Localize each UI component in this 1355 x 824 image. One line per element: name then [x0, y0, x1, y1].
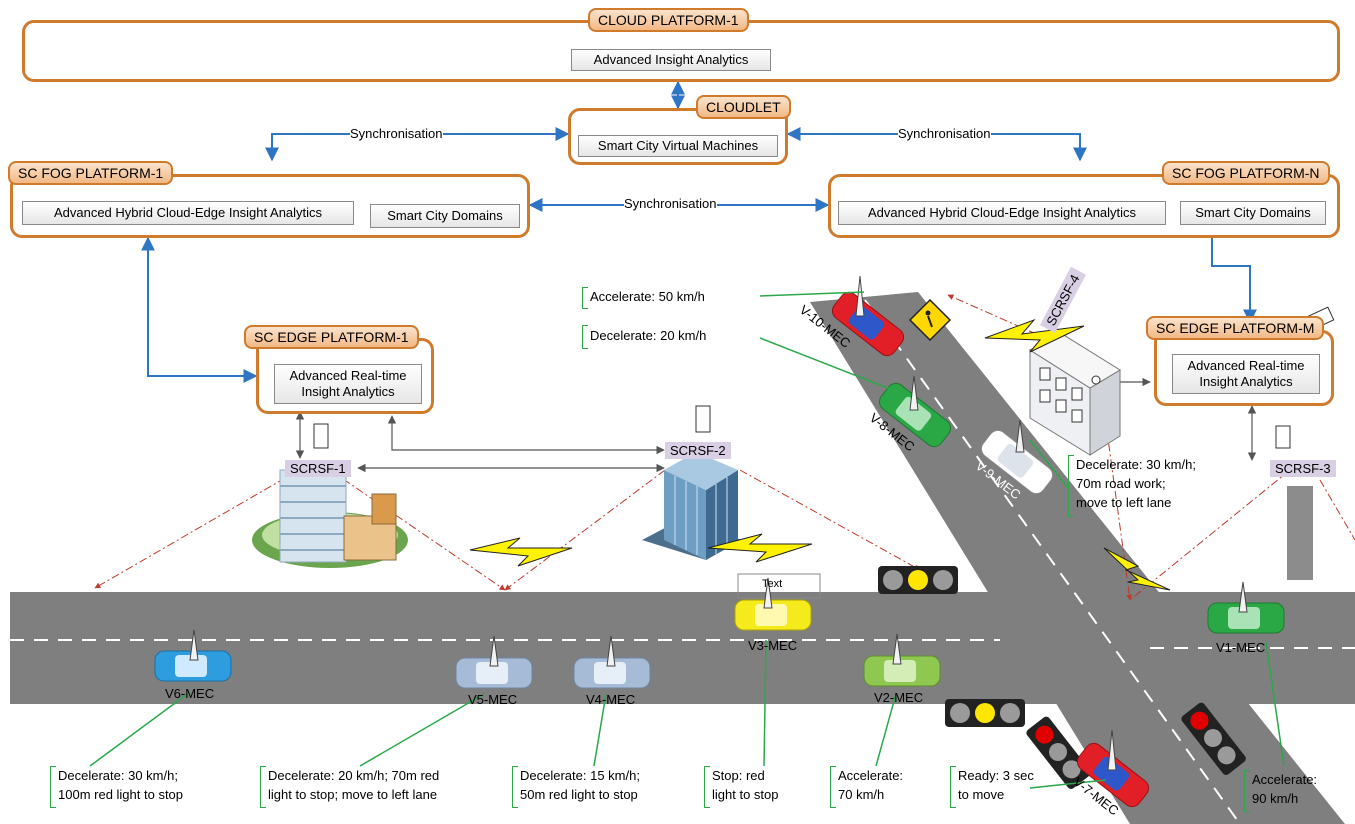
- traffic-light-icon: [1181, 702, 1246, 775]
- fog-platform-n-title: SC FOG PLATFORM-N: [1162, 161, 1330, 185]
- vehicle-label-v2: V2-MEC: [874, 690, 924, 705]
- fogn-domains-box: Smart City Domains: [1180, 201, 1326, 225]
- car-icon: [863, 655, 941, 687]
- sync-label-left: Synchronisation: [350, 126, 443, 141]
- note-v4: Decelerate: 15 km/h; 50m red light to st…: [512, 766, 692, 808]
- scrsf-3-label: SCRSF-3: [1270, 460, 1336, 477]
- vehicle-label-v1: V1-MEC: [1216, 640, 1266, 655]
- traffic-light-icon: [878, 566, 958, 594]
- car-icon: [734, 599, 812, 631]
- building-icon: [1028, 333, 1121, 456]
- car-icon: [878, 382, 952, 448]
- building-icon: [642, 452, 742, 560]
- car-icon: [1207, 602, 1285, 634]
- note-v3-line2: light to stop: [712, 787, 779, 802]
- note-v1-line1: Accelerate:: [1252, 772, 1318, 787]
- sync-label-middle: Synchronisation: [624, 196, 717, 211]
- building-icon: [252, 469, 408, 568]
- roadwork-sign-icon: [908, 298, 952, 342]
- fogn-analytics-box: Advanced Hybrid Cloud-Edge Insight Analy…: [838, 201, 1166, 225]
- note-v6: Decelerate: 30 km/h; 100m red light to s…: [50, 766, 230, 808]
- edge1-analytics-box: Advanced Real-time Insight Analytics: [274, 364, 422, 404]
- note-v1: Accelerate: 90 km/h: [1244, 770, 1344, 812]
- note-v2-line2: 70 km/h: [838, 787, 885, 802]
- note-v1-line2: 90 km/h: [1252, 791, 1299, 806]
- callout-leaders: [89, 291, 1285, 789]
- scrsf-2-label: SCRSF-2: [665, 442, 731, 459]
- scrsf-1-label: SCRSF-1: [285, 460, 351, 477]
- vehicle-label-v6: V6-MEC: [165, 686, 215, 701]
- note-v3: Stop: red light to stop: [704, 766, 814, 808]
- car-icon: [1076, 742, 1150, 808]
- edgem-analytics-box: Advanced Real-time Insight Analytics: [1172, 354, 1320, 394]
- note-v5-line1: Decelerate: 20 km/h; 70m red: [268, 768, 440, 783]
- placeholder-box: [737, 573, 821, 599]
- camera-icon: [313, 306, 1335, 449]
- fog1-analytics-box: Advanced Hybrid Cloud-Edge Insight Analy…: [22, 201, 354, 225]
- note-v6-line1: Decelerate: 30 km/h;: [58, 768, 178, 783]
- traffic-light-icon: [945, 699, 1025, 727]
- antenna-icon: [189, 275, 1248, 771]
- note-v9-line2: 70m road work;: [1076, 476, 1166, 491]
- note-v9: Decelerate: 30 km/h; 70m road work; move…: [1068, 455, 1218, 517]
- edge-platform-1-title: SC EDGE PLATFORM-1: [244, 325, 419, 349]
- note-decelerate-20-text: Decelerate: 20 km/h: [590, 328, 707, 343]
- note-v7-line2: to move: [958, 787, 1005, 802]
- vehicle-label-v4: V4-MEC: [586, 692, 636, 707]
- vehicle-label-v5: V5-MEC: [468, 692, 518, 707]
- note-accelerate-50-text: Accelerate: 50 km/h: [590, 289, 705, 304]
- note-v9-line3: move to left lane: [1076, 495, 1172, 510]
- cloud-platform-title: CLOUD PLATFORM-1: [588, 8, 749, 32]
- note-v5-line2: light to stop; move to left lane: [268, 787, 438, 802]
- note-decelerate-20: Decelerate: 20 km/h: [582, 325, 762, 349]
- edge-platform-m-title: SC EDGE PLATFORM-M: [1146, 316, 1325, 340]
- fog1-domains-box: Smart City Domains: [370, 204, 520, 228]
- note-v2-line1: Accelerate:: [838, 768, 904, 783]
- cloud-analytics-box: Advanced Insight Analytics: [571, 49, 771, 71]
- note-v3-line1: Stop: red: [712, 768, 765, 783]
- note-v4-line2: 50m red light to stop: [520, 787, 638, 802]
- note-v5: Decelerate: 20 km/h; 70m red light to st…: [260, 766, 480, 808]
- edgem-analytics-line2: Insight Analytics: [1199, 374, 1293, 389]
- cloudlet-box: Smart City Virtual Machines: [578, 135, 778, 157]
- note-v7-line1: Ready: 3 sec: [958, 768, 1034, 783]
- edge1-analytics-line2: Insight Analytics: [301, 384, 395, 399]
- edge-connectors: [295, 377, 1257, 473]
- placeholder-text: Text: [762, 578, 783, 590]
- car-icon: [980, 429, 1054, 495]
- sync-label-right: Synchronisation: [898, 126, 991, 141]
- note-v9-line1: Decelerate: 30 km/h;: [1076, 457, 1196, 472]
- lightning-icon: [469, 318, 1171, 591]
- note-accelerate-50: Accelerate: 50 km/h: [582, 287, 762, 309]
- pole: [1287, 486, 1313, 580]
- edge1-analytics-line1: Advanced Real-time: [289, 368, 407, 383]
- cloudlet-title: CLOUDLET: [696, 95, 791, 119]
- note-v7: Ready: 3 sec to move: [950, 766, 1040, 808]
- note-v6-line2: 100m red light to stop: [58, 787, 184, 802]
- fog-platform-1-title: SC FOG PLATFORM-1: [8, 161, 174, 185]
- note-v4-line1: Decelerate: 15 km/h;: [520, 768, 640, 783]
- note-v2: Accelerate: 70 km/h: [830, 766, 930, 808]
- traffic-light-icon: [1026, 716, 1091, 789]
- vehicle-label-v3: V3-MEC: [748, 638, 798, 653]
- edgem-analytics-line1: Advanced Real-time: [1187, 358, 1305, 373]
